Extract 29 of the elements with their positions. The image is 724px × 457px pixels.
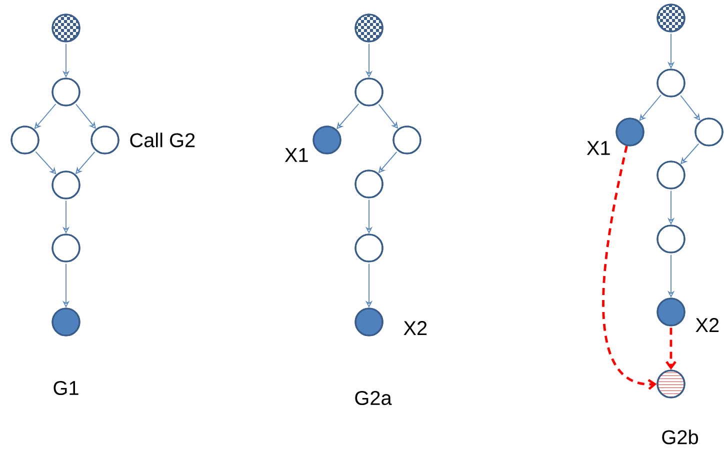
circle-node	[10, 126, 40, 154]
arrow	[666, 328, 676, 370]
arrow	[602, 146, 657, 390]
circle-node	[354, 170, 384, 198]
arrow	[76, 104, 96, 129]
graph-label: G2a	[355, 390, 392, 406]
circle-node	[694, 118, 724, 146]
circle-node	[392, 126, 422, 154]
circle-node	[656, 4, 686, 32]
node-label: X2	[404, 321, 427, 335]
circle-node	[656, 68, 686, 98]
circle-node	[354, 14, 384, 42]
arrow	[35, 151, 56, 174]
node-label: X1	[586, 141, 610, 155]
node-label: X2	[696, 318, 719, 332]
circle-node	[52, 308, 80, 336]
circle-node	[656, 160, 686, 190]
circle-node	[354, 234, 384, 262]
node-label: Call G2	[130, 132, 195, 148]
graph-label: G1	[54, 380, 78, 396]
circle-node	[354, 78, 384, 106]
circle-node	[52, 234, 80, 262]
graph-label: G2b	[662, 430, 698, 444]
circle-node	[52, 170, 80, 200]
circle-node	[52, 14, 80, 42]
node-label: X1	[284, 148, 308, 162]
circle-node	[656, 370, 686, 398]
circle-node	[656, 224, 686, 254]
circle-node	[52, 78, 80, 106]
